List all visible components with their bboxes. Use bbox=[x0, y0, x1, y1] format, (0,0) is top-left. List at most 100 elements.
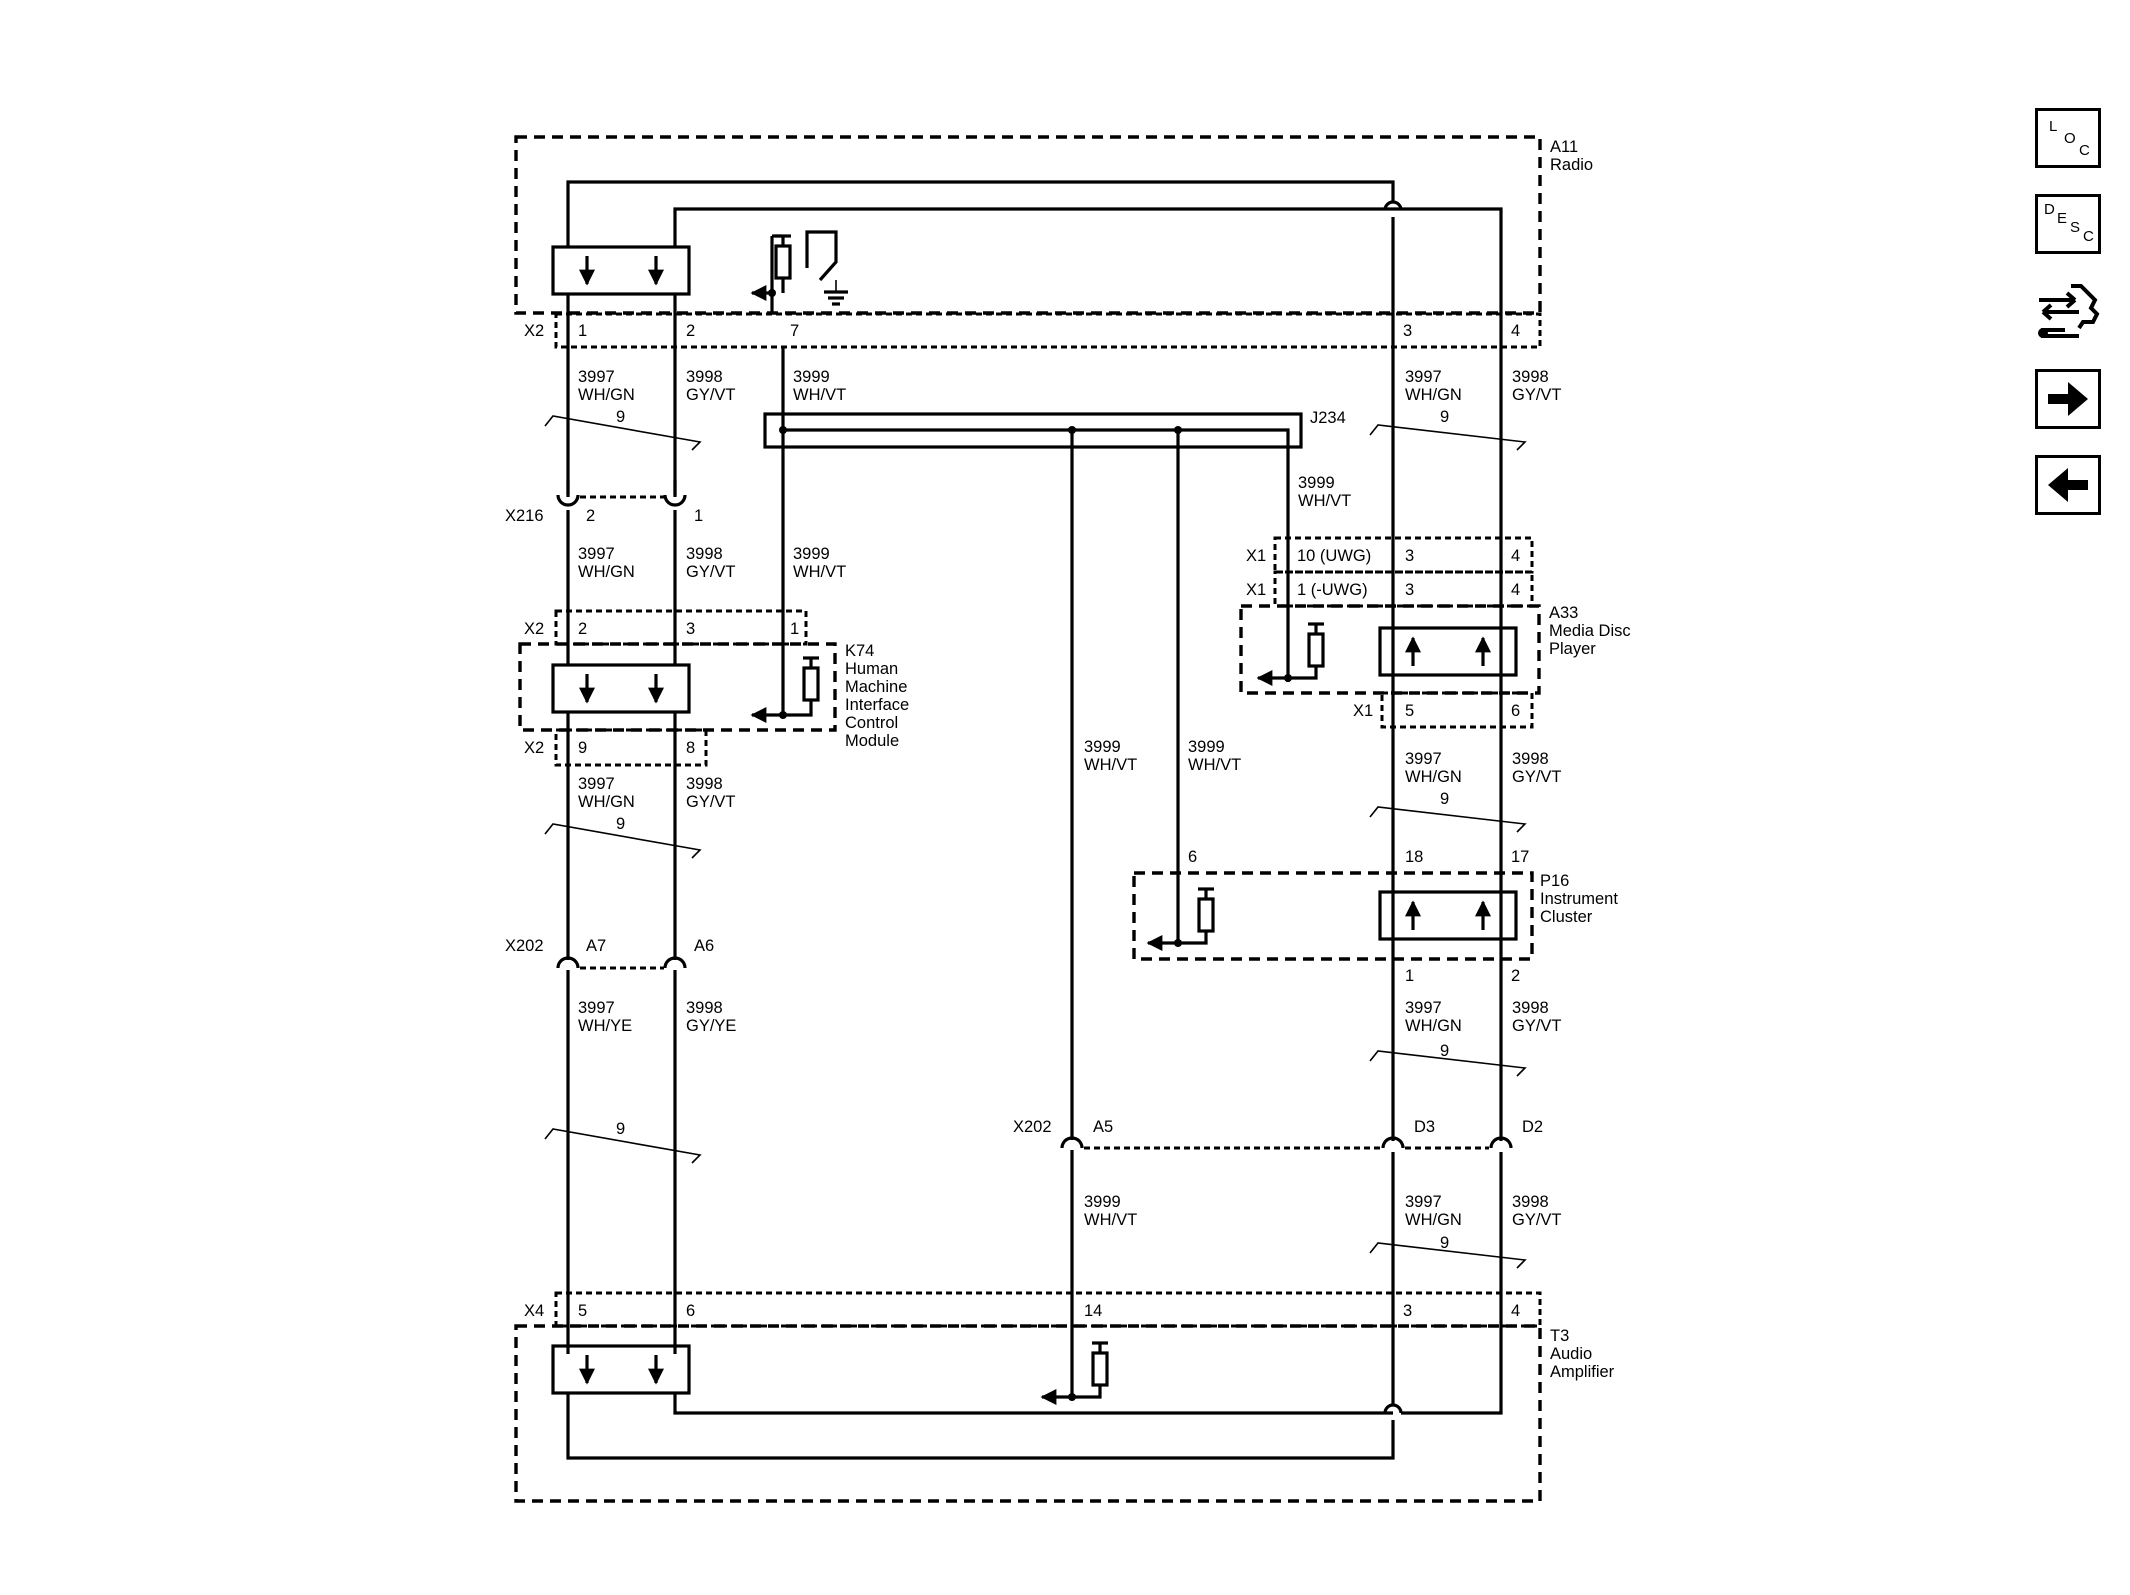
svg-text:GY/VT: GY/VT bbox=[686, 563, 736, 581]
x216-female-terminal bbox=[556, 494, 580, 507]
svg-text:4: 4 bbox=[1511, 547, 1520, 565]
svg-text:Player: Player bbox=[1549, 640, 1596, 658]
svg-text:3997: 3997 bbox=[1405, 1193, 1442, 1211]
svg-text:WH/VT: WH/VT bbox=[1188, 756, 1241, 774]
pullup-resistor bbox=[774, 244, 792, 280]
svg-text:5: 5 bbox=[1405, 702, 1414, 720]
svg-text:2: 2 bbox=[686, 322, 695, 340]
svg-text:GY/YE: GY/YE bbox=[686, 1017, 736, 1035]
svg-text:A7: A7 bbox=[586, 937, 606, 955]
svg-text:5: 5 bbox=[578, 1302, 587, 1320]
wiring-repair-button[interactable] bbox=[2035, 280, 2101, 340]
svg-text:8: 8 bbox=[686, 739, 695, 757]
svg-text:6: 6 bbox=[1511, 702, 1520, 720]
svg-text:3999: 3999 bbox=[793, 368, 830, 386]
x216-label: X216 bbox=[505, 507, 544, 525]
svg-text:X1: X1 bbox=[1246, 581, 1266, 599]
j234-label: J234 bbox=[1310, 409, 1346, 427]
hmi-x2-top-connector bbox=[554, 609, 808, 646]
svg-text:9: 9 bbox=[616, 1120, 625, 1138]
x202-male-terminal bbox=[556, 956, 580, 969]
svg-text:GY/VT: GY/VT bbox=[1512, 1211, 1562, 1229]
svg-text:1: 1 bbox=[1405, 967, 1414, 985]
media-x1-b-connector bbox=[1273, 570, 1534, 608]
next-button[interactable] bbox=[2035, 369, 2101, 429]
radio-ref: A11 bbox=[1550, 138, 1578, 156]
svg-text:9: 9 bbox=[616, 408, 625, 426]
svg-text:Media Disc: Media Disc bbox=[1549, 622, 1631, 640]
svg-text:WH/VT: WH/VT bbox=[1298, 492, 1351, 510]
svg-text:1: 1 bbox=[694, 507, 703, 525]
svg-text:1: 1 bbox=[578, 322, 587, 340]
x202-right-terminal bbox=[1060, 1136, 1084, 1149]
amp-wire-crossover bbox=[1383, 1403, 1403, 1414]
svg-text:WH/GN: WH/GN bbox=[1405, 768, 1462, 786]
svg-text:3999: 3999 bbox=[1188, 738, 1225, 756]
svg-text:4: 4 bbox=[1511, 322, 1520, 340]
x202-left-label: X202 bbox=[505, 937, 544, 955]
radio-internal-wire-b bbox=[673, 207, 1503, 314]
radio-x2-connector bbox=[554, 312, 1542, 349]
svg-text:3999: 3999 bbox=[1084, 1193, 1121, 1211]
svg-text:A5: A5 bbox=[1093, 1118, 1113, 1136]
cluster-module-boundary bbox=[1132, 871, 1534, 961]
amp-internal-wire-b bbox=[673, 1393, 1393, 1415]
svg-text:X1: X1 bbox=[1353, 702, 1373, 720]
arrow-left-icon bbox=[2048, 468, 2088, 502]
svg-text:3997: 3997 bbox=[578, 368, 615, 386]
j234-splice-pack bbox=[763, 412, 1303, 449]
splice-bus bbox=[783, 428, 1290, 682]
svg-text:4: 4 bbox=[1511, 1302, 1520, 1320]
svg-text:3998: 3998 bbox=[1512, 1193, 1549, 1211]
radio-name: Radio bbox=[1550, 156, 1593, 174]
amp-x4-connector bbox=[554, 1291, 1542, 1328]
svg-text:3999: 3999 bbox=[1084, 738, 1121, 756]
media-module-boundary bbox=[1239, 604, 1541, 695]
svg-text:GY/VT: GY/VT bbox=[1512, 1017, 1562, 1035]
svg-text:18: 18 bbox=[1405, 848, 1423, 866]
svg-text:D3: D3 bbox=[1414, 1118, 1435, 1136]
media-x1-a-connector bbox=[1273, 536, 1534, 574]
svg-text:3998: 3998 bbox=[1512, 750, 1549, 768]
svg-text:A6: A6 bbox=[694, 937, 714, 955]
svg-text:9: 9 bbox=[1440, 790, 1449, 808]
twisted-pair-symbol bbox=[544, 415, 702, 451]
svg-text:WH/VT: WH/VT bbox=[1084, 756, 1137, 774]
media-transceiver bbox=[1378, 626, 1518, 677]
cluster-transceiver bbox=[1378, 890, 1518, 941]
svg-text:2: 2 bbox=[586, 507, 595, 525]
svg-text:X1: X1 bbox=[1246, 547, 1266, 565]
svg-text:3997: 3997 bbox=[578, 999, 615, 1017]
svg-text:1 (-UWG): 1 (-UWG) bbox=[1297, 581, 1368, 599]
svg-text:9: 9 bbox=[1440, 1042, 1449, 1060]
svg-text:WH/GN: WH/GN bbox=[578, 793, 635, 811]
svg-text:3999: 3999 bbox=[793, 545, 830, 563]
loc-button[interactable]: L O C bbox=[2035, 108, 2101, 168]
svg-text:6: 6 bbox=[686, 1302, 695, 1320]
svg-text:WH/VT: WH/VT bbox=[793, 563, 846, 581]
svg-text:1: 1 bbox=[790, 620, 799, 638]
svg-text:T3: T3 bbox=[1550, 1327, 1569, 1345]
svg-text:Machine: Machine bbox=[845, 678, 907, 696]
back-button[interactable] bbox=[2035, 455, 2101, 515]
svg-text:Amplifier: Amplifier bbox=[1550, 1363, 1615, 1381]
svg-text:9: 9 bbox=[578, 739, 587, 757]
hmi-x2-bottom-connector bbox=[554, 728, 708, 767]
desc-button[interactable]: D E S C bbox=[2035, 194, 2101, 254]
svg-text:10 (UWG): 10 (UWG) bbox=[1297, 547, 1371, 565]
svg-text:3997: 3997 bbox=[1405, 368, 1442, 386]
svg-text:2: 2 bbox=[1511, 967, 1520, 985]
svg-text:3: 3 bbox=[1403, 322, 1412, 340]
svg-text:3: 3 bbox=[1405, 547, 1414, 565]
media-x1-c-connector bbox=[1380, 691, 1534, 729]
svg-text:GY/VT: GY/VT bbox=[686, 793, 736, 811]
svg-text:P16: P16 bbox=[1540, 872, 1569, 890]
svg-text:3998: 3998 bbox=[686, 545, 723, 563]
svg-text:17: 17 bbox=[1511, 848, 1529, 866]
svg-text:WH/GN: WH/GN bbox=[578, 563, 635, 581]
svg-text:WH/GN: WH/GN bbox=[1405, 386, 1462, 404]
svg-text:Instrument: Instrument bbox=[1540, 890, 1618, 908]
svg-text:Control: Control bbox=[845, 714, 898, 732]
x202-right-label: X202 bbox=[1013, 1118, 1052, 1136]
